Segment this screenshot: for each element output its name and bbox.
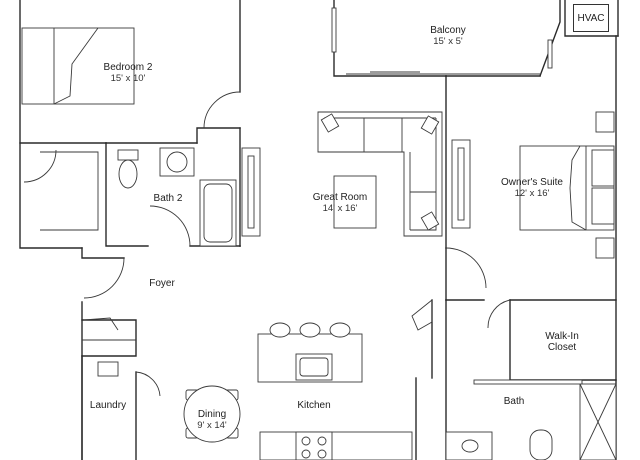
label-dining: Dining 9' x 14' (197, 409, 227, 431)
label-bedroom2: Bedroom 2 15' x 10' (104, 62, 153, 84)
bedroom2-furniture (21, 27, 135, 231)
owners-suite-furniture (519, 111, 615, 259)
owners-suite-dims: 12' x 16' (514, 188, 550, 199)
great-room-dims: 14' x 16' (322, 203, 358, 214)
dining-table (183, 385, 241, 443)
walk-in-closet-line1: Walk-In (545, 331, 579, 342)
great-room-name: Great Room (312, 192, 368, 203)
kitchen-fixtures (257, 322, 413, 460)
label-bath: Bath (504, 396, 525, 407)
foyer-name: Foyer (149, 278, 175, 289)
bedroom2-dims: 15' x 10' (110, 73, 146, 84)
bath-fixtures (445, 379, 617, 460)
bedroom2-name: Bedroom 2 (103, 62, 153, 73)
balcony-dims: 15' x 5' (433, 36, 463, 47)
label-walk-in-closet: Walk-In Closet (545, 331, 579, 353)
walk-in-closet-line2: Closet (547, 342, 577, 353)
dining-name: Dining (197, 409, 227, 420)
owners-suite-name: Owner's Suite (501, 177, 563, 188)
hvac-label: HVAC (577, 12, 605, 24)
kitchen-name: Kitchen (297, 400, 331, 411)
label-owners-suite: Owner's Suite 12' x 16' (501, 177, 563, 199)
bath2-name: Bath 2 (153, 193, 183, 204)
great-room-furniture (317, 111, 471, 237)
label-foyer: Foyer (149, 278, 175, 289)
label-bath2: Bath 2 (154, 193, 183, 204)
hvac-unit: HVAC (573, 4, 609, 32)
bath-name: Bath (503, 396, 525, 407)
label-great-room: Great Room 14' x 16' (313, 192, 367, 214)
balcony-name: Balcony (430, 25, 466, 36)
laundry-name: Laundry (89, 400, 127, 411)
label-balcony: Balcony 15' x 5' (430, 25, 466, 47)
bath2-fixtures (117, 147, 261, 247)
label-laundry: Laundry (90, 400, 126, 411)
laundry-fixtures (82, 339, 136, 377)
balcony-slider (331, 7, 553, 75)
label-kitchen: Kitchen (297, 400, 330, 411)
doors (23, 91, 511, 397)
dining-dims: 9' x 14' (197, 420, 227, 431)
